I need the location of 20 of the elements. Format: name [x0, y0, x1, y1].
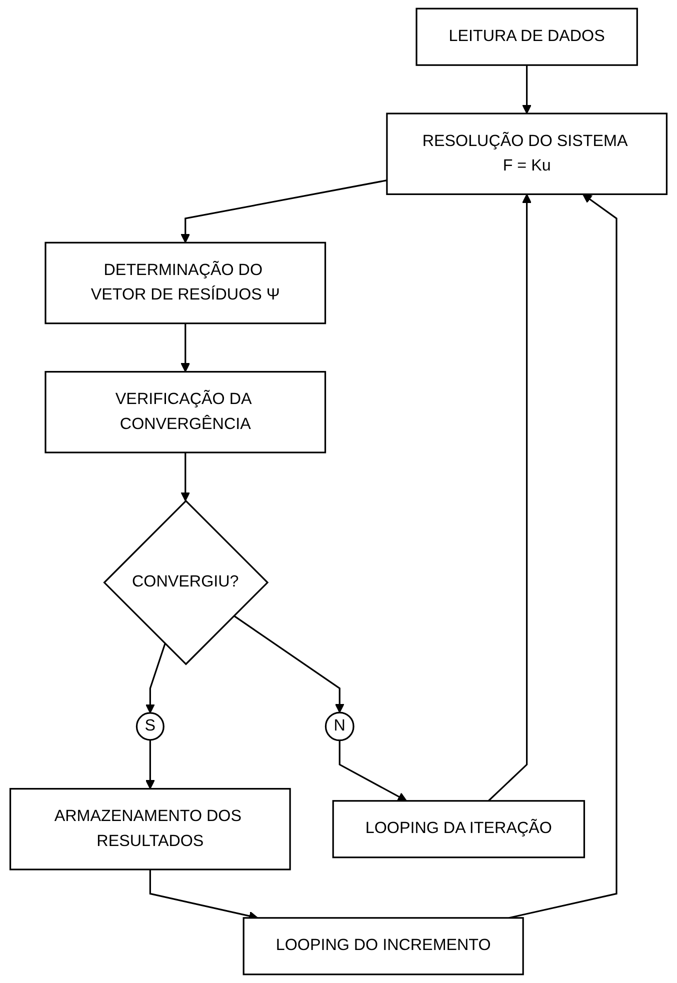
node-box: RESOLUÇÃO DO SISTEMA F = Ku	[386, 112, 668, 196]
node-box: DETERMINAÇÃO DO VETOR DE RESÍDUOS Ψ	[44, 242, 326, 324]
node-box: ARMAZENAMENTO DOS RESULTADOS	[9, 788, 291, 870]
arrow	[145, 740, 155, 790]
arrow	[180, 180, 388, 244]
node-diamond: CONVERGIU?	[103, 500, 269, 666]
arrow	[508, 194, 618, 919]
arrow	[145, 644, 166, 714]
arrow	[233, 615, 344, 713]
arrow	[522, 65, 532, 114]
node-circle: S	[136, 712, 164, 741]
node-circle: N	[324, 712, 354, 742]
node-box: LOOPING DA ITERAÇÃO	[332, 800, 586, 858]
arrow	[488, 194, 532, 802]
arrow	[338, 740, 408, 802]
node-box: LEITURA DE DADOS	[416, 8, 638, 66]
node-box: LOOPING DO INCREMENTO	[242, 917, 524, 976]
node-box: VERIFICAÇÃO DA CONVERGÊNCIA	[44, 370, 326, 454]
arrow	[180, 323, 190, 372]
arrow	[180, 452, 190, 502]
